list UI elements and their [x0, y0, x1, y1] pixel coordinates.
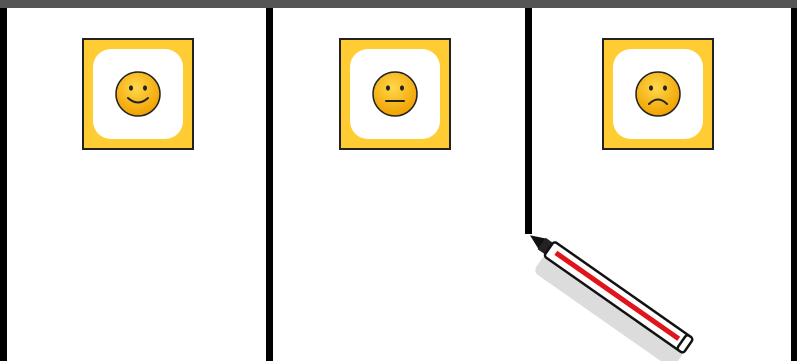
- column-divider-1: [266, 8, 273, 361]
- neutral-face-icon: [372, 71, 418, 117]
- happy-column-header[interactable]: [82, 38, 194, 150]
- column-divider-2: [525, 8, 532, 234]
- neutral-column-header[interactable]: [339, 38, 451, 150]
- sad-column-header[interactable]: [602, 38, 714, 150]
- column-divider-right: [791, 8, 797, 361]
- top-bar: [0, 0, 797, 8]
- column-divider-left: [0, 8, 7, 361]
- happy-face-icon: [115, 71, 161, 117]
- sad-face-icon: [635, 71, 681, 117]
